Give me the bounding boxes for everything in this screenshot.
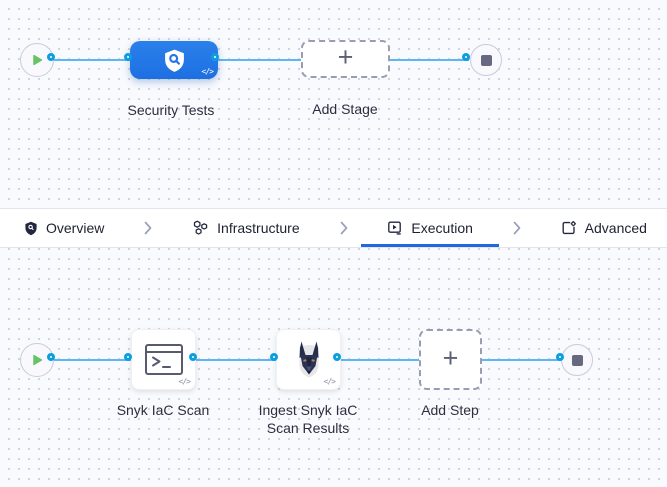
step-label: Snyk IaC Scan [116,402,210,418]
step-node-ingest-snyk-results[interactable]: </> [276,329,341,390]
yaml-code-badge: </> [201,67,214,76]
connector-dot[interactable] [211,53,219,61]
pipeline-start-node[interactable] [20,43,54,77]
connector-dot[interactable] [47,353,55,361]
add-stage-button[interactable]: + [301,40,390,78]
hexagons-icon [192,220,209,236]
stage-connector-line [45,59,469,61]
play-square-icon [387,220,403,236]
connector-dot[interactable] [124,53,132,61]
step-start-node[interactable] [20,343,54,377]
tab-label: Execution [411,220,473,236]
add-stage-label: Add Stage [312,101,378,117]
connector-dot[interactable] [47,53,55,61]
play-icon [30,353,44,367]
connector-dot[interactable] [333,353,341,361]
stage-label: Security Tests [127,102,215,118]
stage-node-security-tests[interactable]: </> [130,41,218,79]
connector-dot[interactable] [124,353,132,361]
tab-infrastructure[interactable]: Infrastructure [192,209,300,247]
shield-icon [24,221,38,236]
tab-label: Overview [46,220,105,236]
plus-icon: + [337,42,354,72]
chevron-right-icon [340,221,348,235]
chevron-right-icon [513,221,521,235]
tab-label: Infrastructure [217,220,300,236]
tab-advanced[interactable]: Advanced [561,209,647,247]
connector-dot[interactable] [556,353,564,361]
tab-execution[interactable]: Execution [361,209,500,247]
connector-dot[interactable] [462,53,470,61]
tab-label: Advanced [584,220,647,236]
plus-icon: + [442,342,459,373]
box-gear-icon [561,220,577,236]
connector-dot[interactable] [189,353,197,361]
chevron-right-icon [144,221,152,235]
step-node-snyk-iac-scan[interactable]: </> [131,329,196,390]
play-icon [30,53,44,67]
snyk-wolf-icon [291,340,327,380]
pipeline-end-node[interactable] [470,44,502,76]
yaml-code-badge: </> [178,377,191,386]
add-step-label: Add Step [421,402,479,418]
yaml-code-badge: </> [323,377,336,386]
step-label: Ingest Snyk IaC Scan Results [258,402,358,436]
add-step-button[interactable]: + [419,329,482,390]
tab-overview[interactable]: Overview [24,209,104,247]
step-end-node[interactable] [561,344,593,376]
stop-icon [571,354,583,366]
connector-dot[interactable] [270,353,278,361]
security-shield-scan-icon [162,48,187,73]
stage-config-tab-bar: Overview Infrastructure Execution [0,208,667,248]
terminal-icon [144,343,184,377]
stop-icon [480,54,492,66]
